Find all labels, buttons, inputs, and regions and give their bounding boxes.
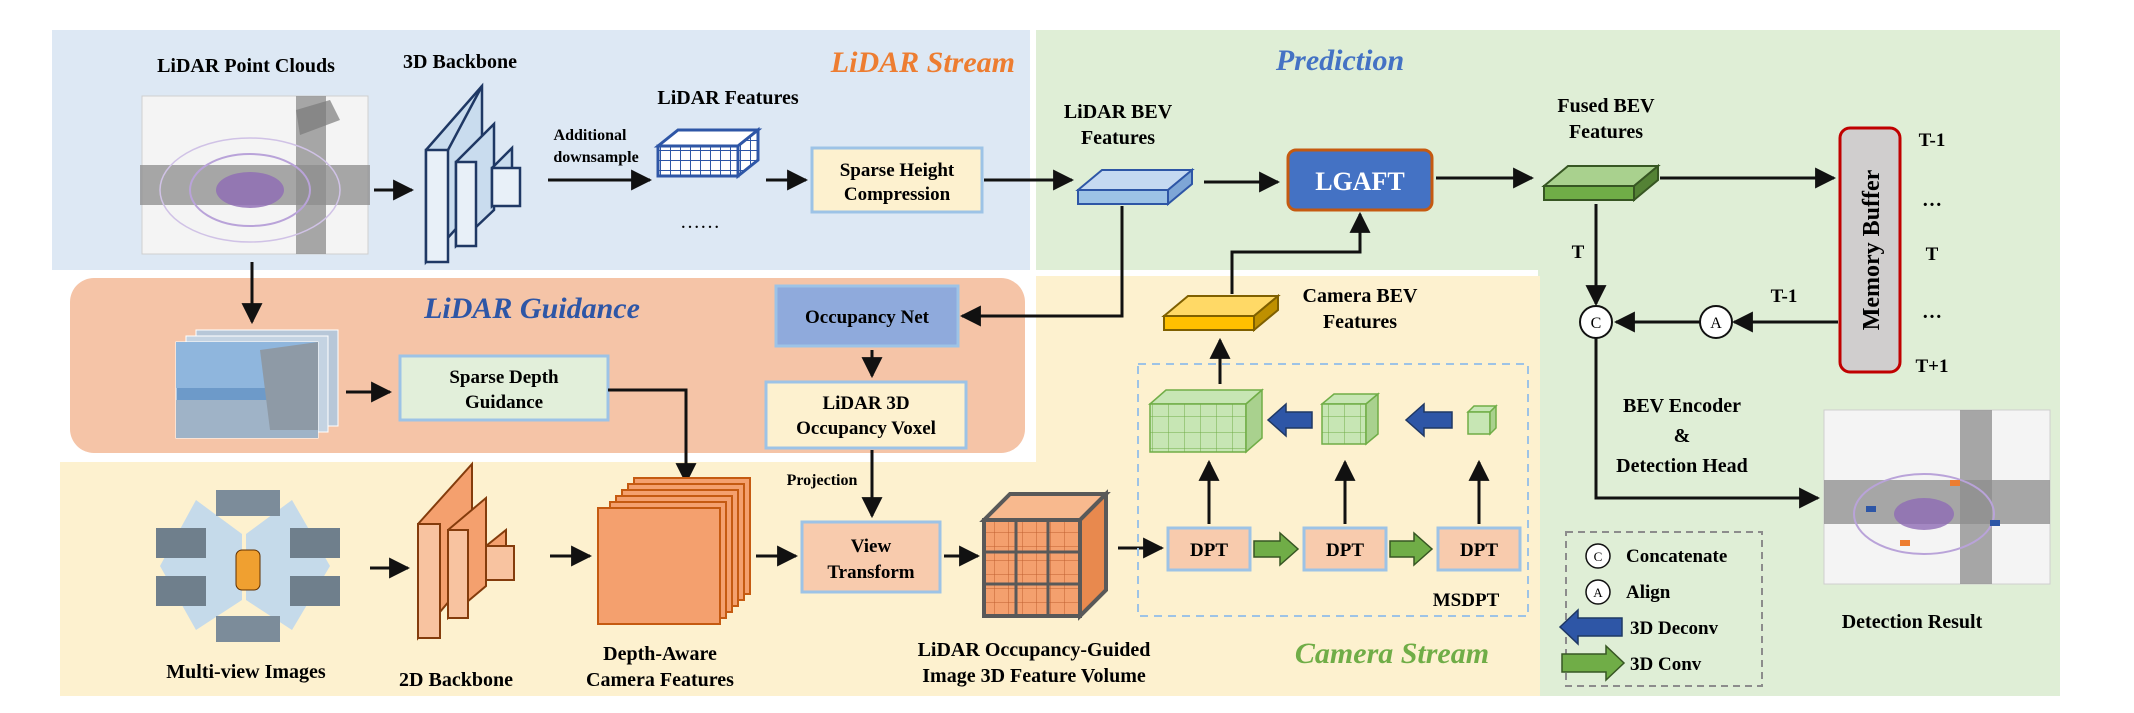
legend-conv-arrow-icon (1561, 644, 1626, 682)
deconv-arrow-icon-2 (1404, 402, 1453, 438)
time-t-plus-1: T+1 (1916, 356, 1949, 377)
depth-projection-image-stack (175, 329, 339, 439)
lidar-bev-plane (1075, 167, 1195, 207)
align-symbol: A (1710, 315, 1722, 332)
legend-deconv-arrow-icon (1558, 608, 1623, 646)
depth-aware-line2: Camera Features (586, 669, 734, 691)
t-path-label: T (1572, 242, 1585, 263)
camera-stream-region-upper (1036, 276, 1540, 476)
lidar-features-block (653, 126, 763, 180)
deconv-arrow-icon-1 (1266, 402, 1313, 438)
lgaft-label: LGAFT (1315, 167, 1405, 196)
legend-box (1565, 531, 1763, 687)
legend-align-symbol: A (1593, 585, 1603, 600)
memory-buffer-box (1838, 126, 1902, 374)
green-grid-large (1148, 388, 1264, 454)
multiview-label: Multi-view Images (166, 661, 326, 683)
legend-concatenate: Concatenate (1626, 546, 1727, 567)
sparse-depth-guidance-box (398, 354, 610, 422)
lidar-stream-title: LiDAR Stream (830, 46, 1015, 79)
backbone-3d-label: 3D Backbone (403, 51, 517, 73)
occupancy-net-label: Occupancy Net (805, 307, 930, 328)
view-transform-line2: Transform (827, 562, 914, 583)
view-transform-box (800, 520, 942, 594)
lidar-point-clouds-label: LiDAR Point Clouds (157, 55, 335, 77)
lidar-guidance-title: LiDAR Guidance (423, 292, 640, 325)
prediction-title: Prediction (1275, 44, 1404, 77)
arrow-bev-to-occupancy-net (959, 206, 1124, 327)
green-grid-small (1466, 404, 1498, 436)
legend-concat-symbol: C (1594, 549, 1603, 564)
dpt-label-1: DPT (1190, 540, 1228, 561)
amp-label: & (1674, 425, 1691, 447)
legend-align-symbol-circle (1585, 579, 1611, 605)
backbone-3d-shape (424, 82, 522, 266)
time-dots-1: … (1922, 189, 1942, 211)
legend-deconv: 3D Deconv (1630, 618, 1719, 639)
dpt-label-2: DPT (1326, 540, 1364, 561)
sparse-height-line1: Sparse Height (840, 160, 955, 181)
lidar-bev-line2: Features (1081, 127, 1155, 149)
lidar-bev-line1: LiDAR BEV (1064, 101, 1173, 123)
lidar-features-ellipsis: …… (680, 211, 720, 233)
arrow-concat-to-detection (1594, 338, 1821, 509)
sparse-depth-line1: Sparse Depth (449, 367, 559, 388)
dpt-label-3: DPT (1460, 540, 1498, 561)
green-grid-medium (1319, 392, 1381, 446)
legend-concat-symbol-circle (1585, 543, 1611, 569)
sparse-height-compression-box (810, 146, 984, 214)
occ-voxel-line2: Occupancy Voxel (796, 418, 936, 439)
depth-aware-line1: Depth-Aware (603, 643, 717, 665)
sparse-depth-line2: Guidance (465, 392, 543, 413)
depth-aware-feature-stack (597, 477, 751, 625)
view-transform-line1: View (851, 536, 892, 557)
sparse-height-line2: Compression (844, 184, 951, 205)
occ-voxel-line1: LiDAR 3D (822, 393, 909, 414)
camera-bev-line2: Features (1323, 311, 1397, 333)
downsample-label-line1: Additional (554, 127, 627, 144)
lidar-point-cloud-image (140, 95, 370, 255)
time-t-minus-1: T-1 (1919, 130, 1946, 151)
occupancy-voxel-box (764, 380, 968, 450)
t-minus-1-path-label: T-1 (1771, 286, 1798, 307)
dpt-box-3 (1436, 526, 1522, 572)
fused-bev-line1: Fused BEV (1557, 95, 1655, 117)
bev-encoder-label: BEV Encoder (1623, 395, 1741, 417)
volume-line2: Image 3D Feature Volume (922, 665, 1146, 687)
camera-bev-plane (1161, 293, 1281, 333)
arrow-camera-bev-to-lgaft (1230, 211, 1371, 294)
occupancy-net-box (774, 284, 960, 348)
time-t: T (1926, 244, 1939, 265)
multiview-images (156, 490, 340, 642)
detection-result-image (1823, 409, 2051, 585)
conv-arrow-icon-2 (1389, 531, 1434, 567)
memory-buffer-label: Memory Buffer (1859, 169, 1885, 330)
detection-result-label: Detection Result (1842, 611, 1983, 633)
legend-align: Align (1626, 582, 1671, 603)
concat-symbol: C (1591, 315, 1602, 332)
fused-bev-line2: Features (1569, 121, 1643, 143)
dpt-box-2 (1302, 526, 1388, 572)
conv-arrow-icon-1 (1253, 531, 1300, 567)
msdpt-label: MSDPT (1433, 590, 1500, 611)
feature-volume-cube (979, 489, 1111, 621)
backbone-2d-label: 2D Backbone (399, 669, 513, 691)
projection-label: Projection (787, 472, 858, 489)
lidar-features-label: LiDAR Features (657, 87, 798, 109)
arrow-sparse-depth-to-camera-features (608, 388, 697, 485)
time-dots-2: … (1922, 301, 1942, 323)
camera-stream-title: Camera Stream (1295, 637, 1489, 670)
lgaft-box (1286, 148, 1434, 212)
detection-head-label: Detection Head (1616, 455, 1748, 477)
backbone-2d-shape (417, 461, 515, 641)
legend-conv: 3D Conv (1630, 654, 1702, 675)
dpt-box-1 (1166, 526, 1252, 572)
volume-line1: LiDAR Occupancy-Guided (918, 639, 1151, 661)
fused-bev-plane (1541, 163, 1661, 203)
downsample-label-line2: downsample (553, 149, 638, 166)
camera-bev-line1: Camera BEV (1303, 285, 1419, 307)
